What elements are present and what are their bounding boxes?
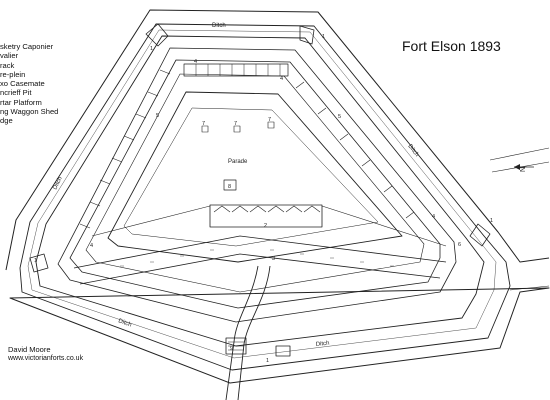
marker-1-left: 1 — [34, 258, 37, 264]
parade-inner — [123, 107, 379, 247]
legend-item: dge — [0, 116, 13, 126]
marker-3: 3 — [272, 256, 275, 262]
casemate-range — [209, 204, 323, 228]
marker-9: 9 — [230, 346, 233, 352]
bridge-hatch — [228, 341, 244, 351]
ditch-label-top: Ditch — [212, 23, 226, 29]
marker-1-gorge: 1 — [266, 358, 269, 364]
barrack-casemates — [195, 64, 281, 76]
bridge — [225, 337, 247, 355]
rampart-crest — [69, 59, 441, 309]
marker-1-right: 1 — [490, 218, 493, 224]
casemate-arches — [213, 205, 321, 213]
marker-5-a: 5 — [156, 113, 159, 119]
cavalier-line — [91, 205, 447, 247]
marker-4-d: 4 — [432, 214, 435, 220]
plan-title: Fort Elson 1893 — [402, 38, 501, 54]
counterscarp — [19, 23, 511, 371]
legend-item: re-plein — [0, 69, 26, 79]
marker-5-b: 5 — [338, 114, 341, 120]
legend-item: xo Casemate — [0, 79, 45, 89]
legend-item: ng Waggon Shed — [0, 107, 59, 117]
legend-item: ncrieff Pit — [0, 88, 32, 98]
north-label: N — [520, 166, 528, 173]
legend-item: sketry Caponier — [0, 42, 54, 51]
parade-enclosure — [107, 91, 403, 263]
ditch-label-bottom-left: Ditch — [117, 318, 132, 328]
legend: sketry Caponier valier rack re-plein xo … — [0, 42, 92, 126]
mortar-platform — [201, 125, 209, 133]
caponier-right — [469, 223, 491, 247]
legend-item: rtar Platform — [0, 97, 42, 107]
waggon-shed — [223, 179, 237, 191]
mortar-platform — [233, 125, 241, 133]
ditch-label-left: Ditch — [52, 176, 63, 191]
legend-item: rack — [0, 60, 15, 70]
marker-1-top-left: 1 — [150, 46, 153, 52]
ditch-label-bottom-right: Ditch — [316, 341, 330, 348]
rampart-outer — [57, 47, 457, 323]
ditch-label-right: Ditch — [406, 144, 419, 158]
marker-4-c: 4 — [90, 243, 93, 249]
caponier-left — [29, 253, 49, 273]
gorge-detail — [120, 249, 394, 267]
barrack-block — [183, 63, 289, 77]
glacis-outer-edge — [5, 9, 550, 384]
caponier-top-left — [145, 23, 169, 47]
caponier-top-right — [299, 25, 315, 45]
marker-7-a: 7 — [202, 121, 205, 127]
caponier-gorge — [275, 345, 291, 357]
north-arrow-icon — [512, 160, 536, 179]
parade-label: Parade — [228, 159, 248, 165]
credit-author: David Moore — [8, 345, 51, 354]
marker-6: 6 — [458, 242, 461, 248]
marker-7-b: 7 — [234, 121, 237, 127]
marker-1-top-right: 1 — [322, 34, 325, 40]
marker-4-b: 4 — [280, 76, 283, 82]
marker-7-c: 7 — [268, 117, 271, 123]
marker-4-a: 4 — [194, 59, 197, 65]
escarp — [35, 35, 485, 347]
legend-item: valier — [0, 51, 19, 61]
right-flank-traverses — [295, 81, 415, 219]
approach-road — [225, 265, 271, 400]
marker-2: 2 — [264, 223, 267, 229]
credit: David Moore www.victorianforts.co.uk — [8, 345, 83, 363]
ditch-floor-line — [27, 29, 497, 359]
gorge-rampart — [73, 235, 447, 285]
terre-plein-line — [85, 73, 425, 293]
mortar-platform — [267, 121, 275, 129]
marker-8: 8 — [228, 184, 231, 190]
left-flank-traverses — [79, 69, 171, 229]
credit-website: www.victorianforts.co.uk — [8, 355, 84, 362]
